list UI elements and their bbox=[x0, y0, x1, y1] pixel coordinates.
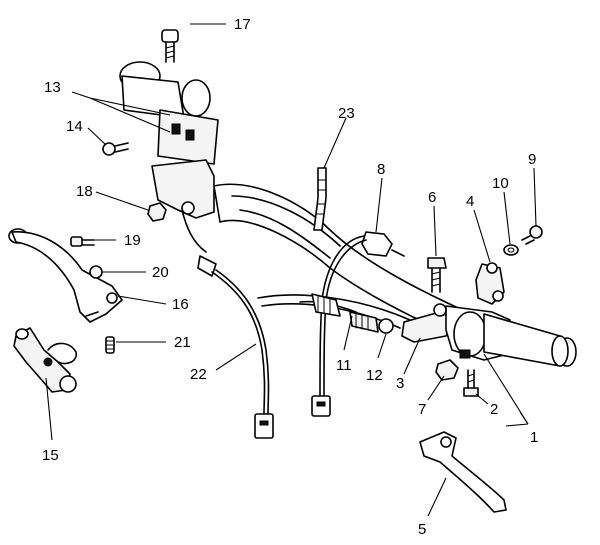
callout-23: 23 bbox=[338, 105, 355, 122]
part-15 bbox=[13, 327, 77, 393]
callout-20: 20 bbox=[152, 264, 169, 281]
screw-14 bbox=[102, 142, 129, 156]
callout-7: 7 bbox=[418, 401, 426, 418]
bolt-17 bbox=[161, 29, 179, 63]
nut-18 bbox=[147, 202, 167, 222]
callout-3: 3 bbox=[396, 375, 404, 392]
callout-8: 8 bbox=[377, 161, 385, 178]
callout-12: 12 bbox=[366, 367, 383, 384]
cable-band-23 bbox=[313, 167, 327, 231]
callout-17: 17 bbox=[234, 16, 251, 33]
bolt-6 bbox=[427, 257, 447, 293]
callout-22: 22 bbox=[190, 366, 207, 383]
washer-10 bbox=[503, 244, 519, 256]
callout-4: 4 bbox=[466, 193, 474, 210]
nut-7 bbox=[435, 359, 459, 381]
screw-9 bbox=[521, 225, 543, 245]
spring-21 bbox=[105, 336, 115, 354]
callout-21: 21 bbox=[174, 334, 191, 351]
brake-master-cylinder bbox=[119, 61, 219, 219]
callout-15: 15 bbox=[42, 447, 59, 464]
callout-11: 11 bbox=[336, 357, 352, 374]
callout-6: 6 bbox=[428, 189, 436, 206]
callout-14: 14 bbox=[66, 118, 83, 135]
clutch-lever-5 bbox=[419, 431, 507, 513]
callout-19: 19 bbox=[124, 232, 141, 249]
callout-labels: 17 13 14 18 19 20 16 21 22 15 23 8 6 4 1… bbox=[42, 16, 538, 538]
leader-lines bbox=[45, 23, 537, 517]
callout-16: 16 bbox=[172, 296, 189, 313]
bolt-19 bbox=[70, 236, 95, 247]
callout-1: 1 bbox=[530, 429, 538, 446]
front-brake-lever bbox=[8, 228, 123, 323]
callout-18: 18 bbox=[76, 183, 93, 200]
callout-5: 5 bbox=[418, 521, 426, 538]
clutch-lever-holder bbox=[401, 303, 569, 367]
switch-cable-22 bbox=[181, 209, 274, 439]
bolt-2 bbox=[463, 369, 479, 397]
callout-9: 9 bbox=[528, 151, 536, 168]
callout-2: 2 bbox=[490, 401, 498, 418]
nut-20 bbox=[89, 265, 103, 279]
callout-13: 13 bbox=[44, 79, 61, 96]
cable-adjuster bbox=[299, 293, 394, 334]
clamp-4 bbox=[475, 262, 505, 305]
callout-10: 10 bbox=[492, 175, 509, 192]
